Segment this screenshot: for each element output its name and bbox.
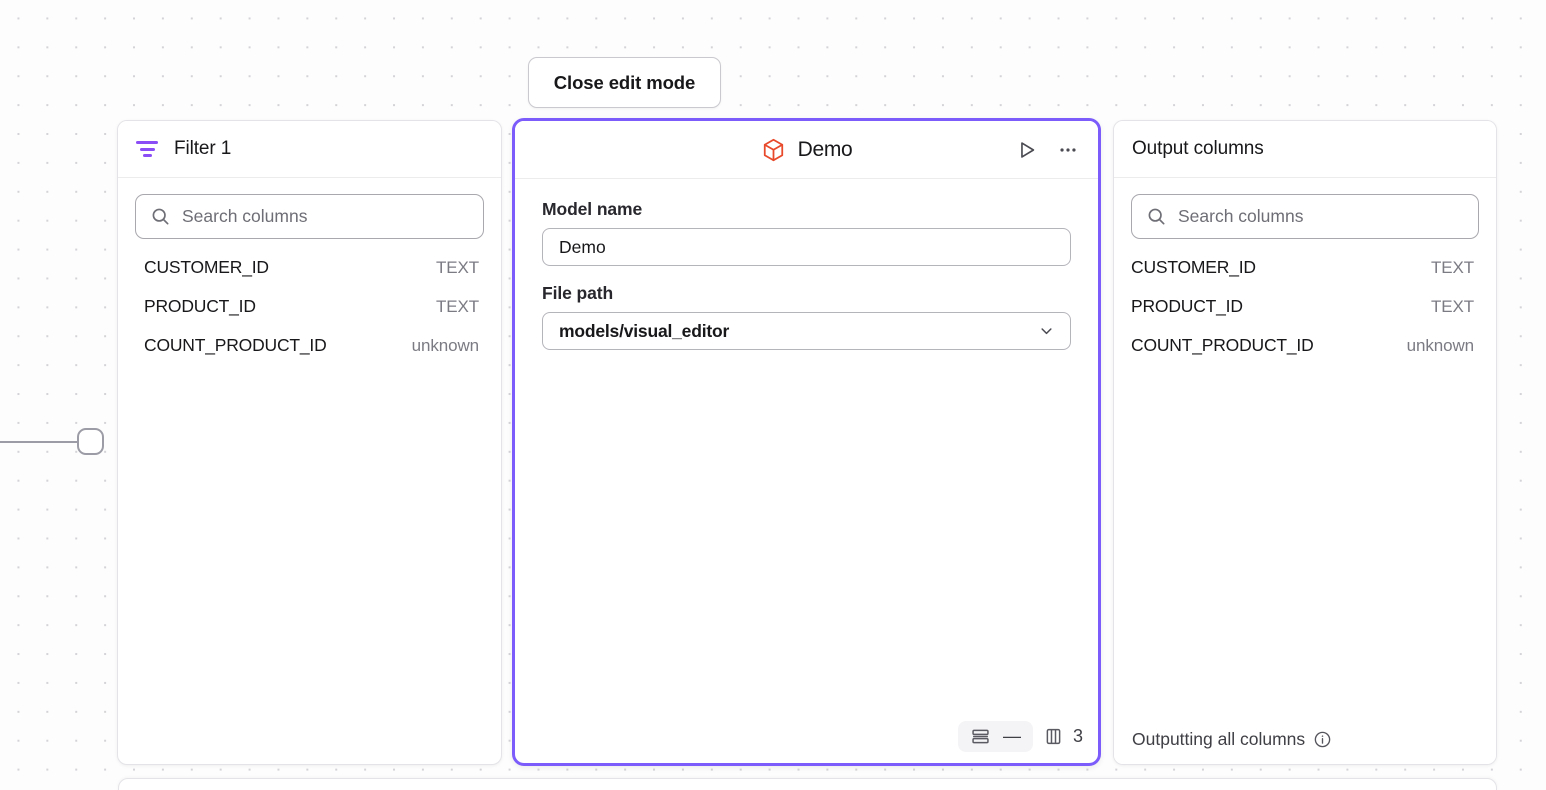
table-row[interactable]: COUNT_PRODUCT_ID unknown <box>1131 335 1474 374</box>
column-type: TEXT <box>1430 258 1474 277</box>
column-type: TEXT <box>435 258 479 277</box>
filter-node[interactable]: Filter 1 CUSTOMER_ID TEXT PRODUCT_ID <box>117 120 502 765</box>
edge-connector-line <box>0 441 80 443</box>
search-icon <box>1146 206 1167 227</box>
column-type: unknown <box>1406 336 1474 355</box>
close-edit-mode-button[interactable]: Close edit mode <box>528 57 721 108</box>
output-panel-title: Output columns <box>1132 138 1264 159</box>
table-row[interactable]: CUSTOMER_ID TEXT <box>1131 257 1474 296</box>
output-search-box[interactable] <box>1131 194 1479 239</box>
filter-search-box[interactable] <box>135 194 484 239</box>
table-row[interactable]: PRODUCT_ID TEXT <box>144 296 479 335</box>
output-search-wrap <box>1114 178 1496 239</box>
model-title-group: Demo <box>761 137 853 163</box>
column-name: PRODUCT_ID <box>1131 296 1243 316</box>
output-column-list: CUSTOMER_ID TEXT PRODUCT_ID TEXT COUNT_P… <box>1114 239 1496 374</box>
bottom-node-partial[interactable] <box>118 778 1497 790</box>
columns-icon <box>1043 726 1064 747</box>
info-icon[interactable] <box>1313 730 1332 749</box>
column-type: unknown <box>411 336 479 355</box>
column-name: COUNT_PRODUCT_ID <box>1131 335 1314 355</box>
columns-count: 3 <box>1072 726 1083 746</box>
ellipsis-icon <box>1057 139 1079 161</box>
model-name-input[interactable] <box>542 228 1071 266</box>
file-path-value: models/visual_editor <box>559 320 730 341</box>
model-header-actions <box>1013 121 1082 178</box>
table-row[interactable]: CUSTOMER_ID TEXT <box>144 257 479 296</box>
model-panel-header: Demo <box>515 121 1098 179</box>
table-row[interactable]: PRODUCT_ID TEXT <box>1131 296 1474 335</box>
output-panel-footer: Outputting all columns <box>1114 714 1496 764</box>
output-search-input[interactable] <box>1178 206 1478 227</box>
columns-indicator[interactable]: 3 <box>1043 726 1083 747</box>
edge-connector-handle[interactable] <box>77 428 104 455</box>
column-name: CUSTOMER_ID <box>144 257 269 277</box>
output-columns-node[interactable]: Output columns CUSTOMER_ID TEXT PRODUCT_… <box>1113 120 1497 765</box>
rows-icon <box>970 726 991 747</box>
file-path-select[interactable]: models/visual_editor <box>542 312 1071 350</box>
filter-search-input[interactable] <box>182 206 483 227</box>
table-row[interactable]: COUNT_PRODUCT_ID unknown <box>144 335 479 374</box>
filter-icon <box>136 141 158 157</box>
model-footer: — 3 <box>957 721 1083 752</box>
search-icon <box>150 206 171 227</box>
column-name: PRODUCT_ID <box>144 296 256 316</box>
output-footer-text: Outputting all columns <box>1132 728 1306 749</box>
column-type: TEXT <box>435 297 479 316</box>
model-panel-title: Demo <box>797 137 853 161</box>
play-icon <box>1016 139 1038 161</box>
output-panel-header: Output columns <box>1114 121 1496 178</box>
model-node[interactable]: Demo <box>512 118 1101 766</box>
file-path-label: File path <box>542 283 614 303</box>
column-name: CUSTOMER_ID <box>1131 257 1256 277</box>
rows-value: — <box>1002 726 1021 746</box>
filter-search-wrap <box>118 178 501 239</box>
filter-panel-header: Filter 1 <box>118 121 501 178</box>
chevron-down-icon <box>1037 322 1056 341</box>
column-type: TEXT <box>1430 297 1474 316</box>
more-options-button[interactable] <box>1054 136 1082 164</box>
column-name: COUNT_PRODUCT_ID <box>144 335 327 355</box>
cube-icon <box>761 137 786 163</box>
filter-panel-title: Filter 1 <box>174 138 232 159</box>
run-button[interactable] <box>1013 136 1041 164</box>
model-body: Model name File path models/visual_edito… <box>515 179 1098 350</box>
filter-column-list: CUSTOMER_ID TEXT PRODUCT_ID TEXT COUNT_P… <box>118 239 501 374</box>
rows-indicator[interactable]: — <box>957 721 1033 752</box>
model-name-label: Model name <box>542 199 643 219</box>
